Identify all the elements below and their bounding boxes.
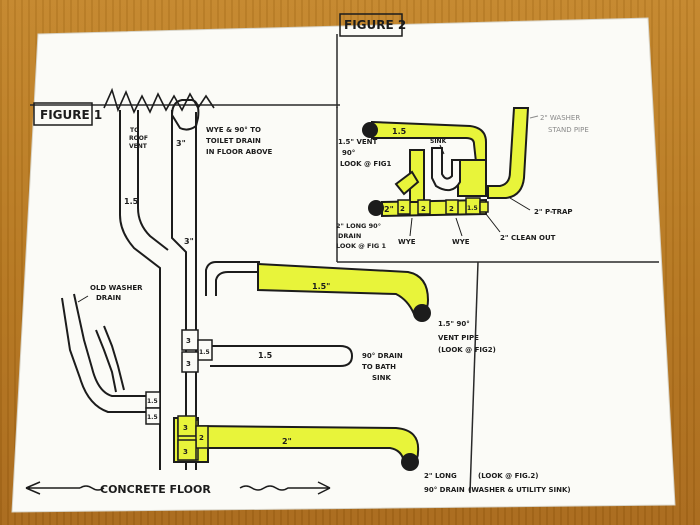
fig2-wye-a: WYE bbox=[398, 238, 416, 246]
fig2-size-15: 1.5 bbox=[467, 205, 478, 212]
fig2-drain-note-2: DRAIN bbox=[338, 232, 361, 240]
figure1-title-box: FIGURE 1 bbox=[33, 102, 102, 126]
fig2-size-2c: 2 bbox=[421, 205, 426, 213]
wye-note-3: IN FLOOR ABOVE bbox=[206, 148, 273, 156]
floor-drain-label-3: (WASHER & UTILITY SINK) bbox=[468, 486, 571, 494]
fig2-drain-end-icon bbox=[368, 200, 384, 216]
vent-label-1: 1.5" 90° bbox=[438, 320, 470, 328]
fig2-drain-note-1: 2" LONG 90° bbox=[336, 222, 381, 230]
bath-label-2: TO BATH bbox=[362, 363, 396, 371]
figure1-fittings bbox=[145, 329, 213, 425]
floor-drain-size: 2" bbox=[282, 437, 292, 446]
fig2-vent-end-icon bbox=[362, 122, 378, 138]
roof-vent-note: TO bbox=[130, 127, 139, 134]
fig2-drain-note-3: LOOK @ FIG 1 bbox=[336, 242, 386, 250]
concrete-floor-label: CONCRETE FLOOR bbox=[100, 483, 211, 496]
bath-label-3: SINK bbox=[372, 374, 392, 382]
old-washer-note-2: DRAIN bbox=[96, 294, 121, 302]
fig2-vent-note-2: 90° bbox=[342, 149, 355, 157]
figure1-labels: TO ROOF VENT 1.5 3" 3" WYE & 90° TO TOIL… bbox=[77, 126, 571, 494]
old-washer-note-1: OLD WASHER bbox=[90, 284, 143, 292]
fig2-size-2a: 2" bbox=[384, 205, 394, 214]
left-fitting-15b: 1.5 bbox=[147, 414, 158, 421]
fig2-cleanout-label: 2" CLEAN OUT bbox=[500, 234, 556, 242]
floor-drain-label-2: 90° DRAIN bbox=[424, 486, 465, 494]
vent-branch-size: 1.5" bbox=[312, 282, 330, 291]
floor-drain-label-1: 2" LONG bbox=[424, 472, 457, 480]
fitting-label-2: 2 bbox=[199, 434, 204, 442]
roof-vent-size: 1.5 bbox=[124, 197, 139, 206]
bath-label-1: 90° DRAIN bbox=[362, 352, 403, 360]
figure2-labels: 2" WASHER STAND PIPE 1.5" VENT 90° LOOK … bbox=[336, 114, 589, 250]
fig2-sink-label: SINK bbox=[430, 138, 447, 145]
wye-note-1: WYE & 90° TO bbox=[206, 126, 261, 134]
wye-note-2: TOILET DRAIN bbox=[206, 137, 261, 145]
drain-pipe-end-icon bbox=[401, 453, 419, 471]
figure2-title: FIGURE 2 bbox=[344, 18, 406, 32]
figure1-fittings-highlight bbox=[177, 415, 209, 461]
fitting-label-15: 1.5 bbox=[199, 349, 210, 356]
fitting-label-3a: 3 bbox=[186, 337, 191, 345]
fig2-vent-size: 1.5 bbox=[392, 127, 407, 136]
fitting-label-3d: 3 bbox=[183, 448, 188, 456]
roof-vent-note-3: VENT bbox=[129, 143, 148, 150]
fig2-washer-note-2: STAND PIPE bbox=[548, 126, 589, 134]
fig2-vent-note-3: LOOK @ FIG1 bbox=[340, 160, 392, 168]
figure2-pipes bbox=[362, 107, 530, 218]
figure1-highlight-pipes bbox=[173, 262, 431, 471]
bath-drain-size: 1.5 bbox=[258, 351, 273, 360]
fig2-vent-note-1: 1.5" VENT bbox=[338, 138, 378, 146]
fig2-ptrap-label: 2" P-TRAP bbox=[534, 208, 573, 216]
vent-label-2: VENT PIPE bbox=[438, 334, 479, 342]
figure1-title: FIGURE 1 bbox=[40, 108, 102, 122]
look-fig2-note: (LOOK @ FIG.2) bbox=[478, 472, 538, 480]
left-fitting-15a: 1.5 bbox=[147, 398, 158, 405]
paper-sheet bbox=[11, 17, 676, 513]
stack-size-mid: 3" bbox=[184, 237, 194, 246]
vent-pipe-end-icon bbox=[413, 304, 431, 322]
vent-label-3: (LOOK @ FIG2) bbox=[438, 346, 496, 354]
fitting-label-3b: 3 bbox=[186, 360, 191, 368]
fig2-wye-b: WYE bbox=[452, 238, 470, 246]
roof-vent-note-2: ROOF bbox=[129, 135, 148, 142]
fig2-washer-note-1: 2" WASHER bbox=[540, 114, 580, 122]
fig2-size-2b: 2 bbox=[400, 205, 405, 213]
stack-size-top: 3" bbox=[176, 139, 186, 148]
fig2-standpipe bbox=[487, 107, 530, 199]
figure2-title-box: FIGURE 2 bbox=[339, 13, 406, 37]
fitting-label-3c: 3 bbox=[183, 424, 188, 432]
concrete-floor-marker: CONCRETE FLOOR bbox=[25, 481, 331, 496]
fig2-size-2d: 2 bbox=[449, 205, 454, 213]
